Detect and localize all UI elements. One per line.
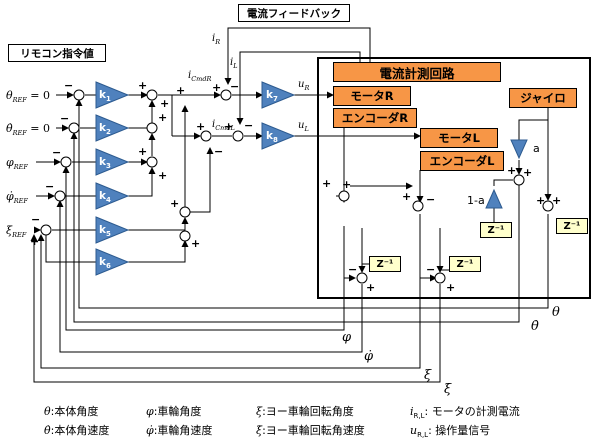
gain-a-label: a <box>533 142 540 155</box>
legend-control-signal: uR,L: 操作量信号 <box>410 424 491 440</box>
signal-u-l: uL <box>298 120 309 133</box>
legend-xi: ξ:ヨー車輪回転角度 <box>256 405 354 418</box>
legend-phi-dot: φ̇:車輪角速度 <box>146 424 213 437</box>
legend-xi-dot: ξ̇:ヨー車輪回転角速度 <box>256 424 365 437</box>
gyro-block: ジャイロ <box>509 88 577 108</box>
input-theta-ref: θREF = 0 <box>6 89 50 105</box>
signal-i-cmd-r: iCmdR <box>188 70 212 83</box>
sign-plus: + <box>30 235 40 248</box>
gain-k3 <box>95 148 130 176</box>
input-phi-ref: φREF <box>6 156 28 172</box>
sign-minus: − <box>60 112 70 125</box>
sign-minus: − <box>64 79 74 92</box>
encoder-l-block: エンコーダL <box>420 151 504 171</box>
gain-1-a-label: 1-a <box>467 194 485 207</box>
sign-plus: + <box>138 145 148 158</box>
sign-plus: + <box>196 120 206 133</box>
sign-plus: + <box>402 190 412 203</box>
sign-plus: + <box>158 169 168 182</box>
gain-k7 <box>261 81 296 109</box>
sign-minus: − <box>52 146 62 159</box>
legend-theta-dot: θ̇:本体角速度 <box>44 424 110 437</box>
sign-plus: + <box>160 97 170 110</box>
gain-k8 <box>261 122 296 150</box>
current-feedback-title: 電流フィードバック <box>238 4 350 22</box>
gain-k6-label: k6 <box>99 256 111 271</box>
system-boundary <box>317 57 591 299</box>
sign-plus: + <box>138 79 148 92</box>
delay-z1-block: Z⁻¹ <box>369 256 401 272</box>
delay-z1-block: Z⁻¹ <box>449 256 481 272</box>
sign-plus: + <box>158 111 168 124</box>
input-xi-ref: ξREF <box>6 224 27 240</box>
sign-minus: − <box>348 263 358 276</box>
sign-plus: + <box>212 81 222 94</box>
feedback-theta: θ <box>552 305 560 320</box>
encoder-r-block: エンコーダR <box>333 108 417 128</box>
input-phi-dot-ref: φ̇REF <box>6 190 28 206</box>
signal-i-l: iL <box>230 57 238 70</box>
motor-l-block: モータL <box>420 128 498 148</box>
sign-plus: + <box>322 177 332 190</box>
feedback-phi-dot: φ̇ <box>364 349 374 364</box>
sign-plus: + <box>224 120 234 133</box>
gain-k3-label: k3 <box>99 156 111 171</box>
signal-u-r: uR <box>298 79 310 92</box>
legend-theta: θ:本体角度 <box>44 405 99 418</box>
gain-k4 <box>95 182 130 210</box>
gain-a <box>510 139 528 160</box>
signal-i-cmd-l: iCmdL <box>212 119 235 132</box>
sign-plus: + <box>523 166 533 179</box>
delay-z1-block: Z⁻¹ <box>480 222 512 238</box>
sign-plus: + <box>366 281 376 294</box>
sign-plus: + <box>536 194 546 207</box>
feedback-phi: φ <box>342 330 352 345</box>
current-measure-block: 電流計測回路 <box>333 62 501 82</box>
delay-z1-block: Z⁻¹ <box>556 218 588 234</box>
sign-plus: + <box>342 178 352 191</box>
gain-k7-label: k7 <box>266 89 278 104</box>
sign-plus: + <box>507 164 517 177</box>
motor-r-block: モータR <box>333 86 411 106</box>
sign-minus: − <box>426 263 436 276</box>
gain-k2-label: k2 <box>99 122 111 137</box>
feedback-theta-dot: θ̇ <box>531 319 539 334</box>
sign-minus: − <box>214 145 224 158</box>
sign-plus: + <box>191 237 201 250</box>
sign-plus: + <box>170 197 180 210</box>
sign-minus: − <box>426 193 436 206</box>
gain-k5 <box>95 216 130 244</box>
gain-k8-label: k8 <box>266 130 278 145</box>
signal-i-r: iR <box>212 33 221 46</box>
remote-command-title: リモコン指令値 <box>8 44 106 62</box>
sign-plus: + <box>446 281 456 294</box>
legend-current: iR,L: モータの計測電流 <box>410 405 520 421</box>
sign-minus: − <box>244 119 254 132</box>
gain-1-a <box>485 188 503 209</box>
gain-k5-label: k5 <box>99 224 111 239</box>
gain-k4-label: k4 <box>99 190 111 205</box>
sign-minus: − <box>230 80 240 93</box>
sign-minus: − <box>45 180 55 193</box>
legend-phi: φ:車輪角度 <box>146 405 202 418</box>
summing-junctions <box>40 89 554 284</box>
feedback-xi-dot: ξ̇ <box>444 382 452 397</box>
sign-plus: + <box>552 194 562 207</box>
feedback-xi: ξ <box>424 368 432 383</box>
input-theta-dot-ref: θ̇REF = 0 <box>6 122 50 138</box>
gain-k6 <box>95 248 130 276</box>
gain-k1 <box>95 81 130 109</box>
gain-k1-label: k1 <box>99 89 111 104</box>
sign-plus: + <box>176 84 186 97</box>
gain-k2 <box>95 114 130 142</box>
sign-minus: − <box>31 213 41 226</box>
